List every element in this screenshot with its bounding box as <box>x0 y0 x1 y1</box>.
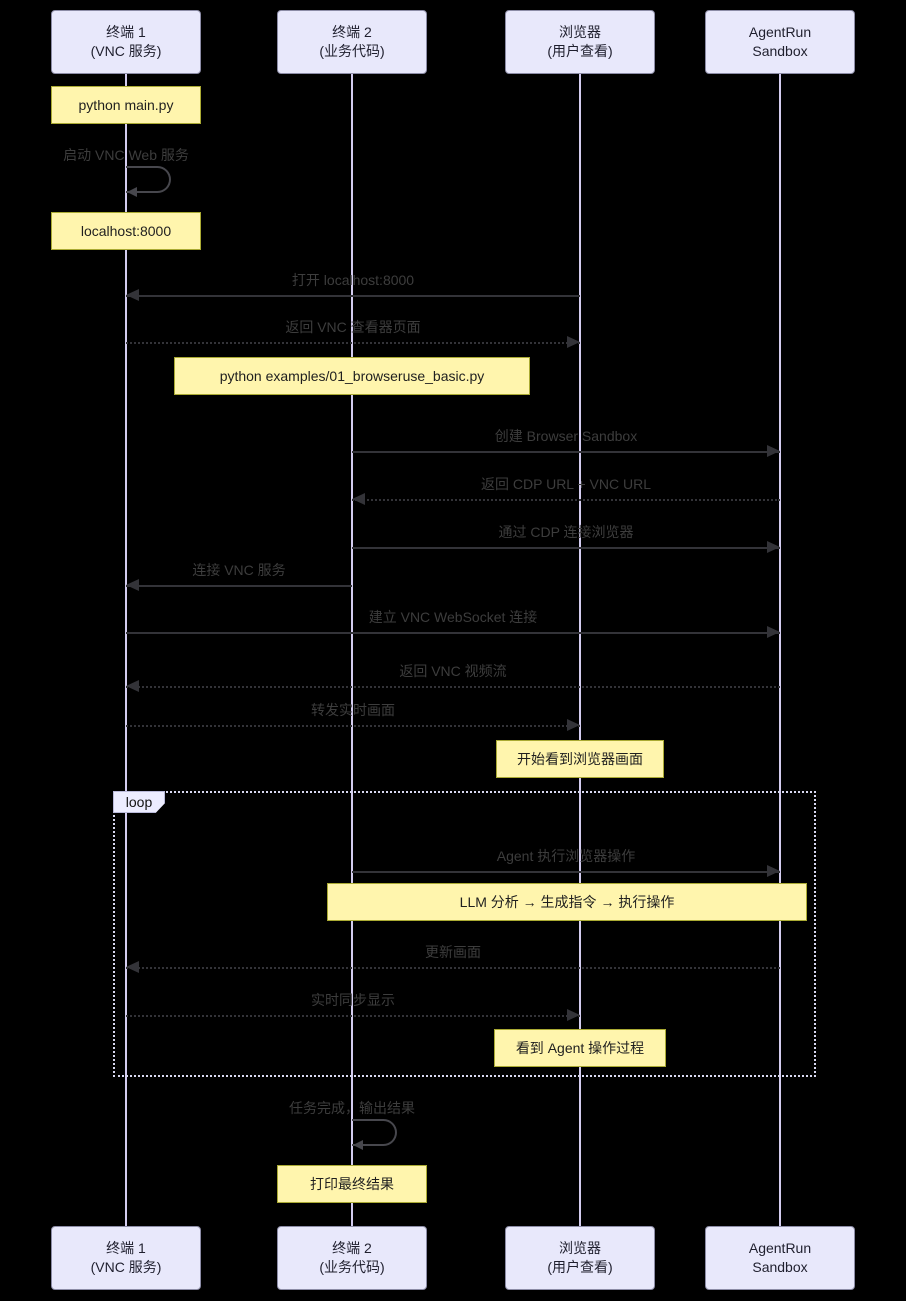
loop-label: loop <box>113 791 165 813</box>
message-label: 创建 Browser Sandbox <box>494 428 638 444</box>
participant-label-line: AgentRun <box>748 24 812 40</box>
message-label: 转发实时画面 <box>311 702 395 718</box>
message-line <box>352 451 780 453</box>
participant-box-browser-bottom: 浏览器 (用户查看) <box>505 1226 655 1290</box>
note: 打印最终结果 <box>277 1165 427 1203</box>
lifeline-browser <box>579 74 581 1226</box>
message-line <box>126 295 580 297</box>
message-label: 返回 VNC 查看器页面 <box>285 319 421 335</box>
participant-box-terminal-2-top: 终端 2 (业务代码) <box>277 10 427 74</box>
lifeline-terminal-1 <box>125 74 127 1226</box>
self-message-arrowhead <box>353 1140 363 1150</box>
message-arrowhead <box>126 579 139 591</box>
note: python examples/01_browseruse_basic.py <box>174 357 530 395</box>
message-arrowhead <box>767 541 780 553</box>
self-message-arc <box>352 1119 397 1146</box>
message-arrowhead <box>126 289 139 301</box>
message-label: 返回 CDP URL + VNC URL <box>481 476 651 492</box>
lifeline-terminal-2 <box>351 74 353 1226</box>
participant-label-line: 终端 1 <box>106 24 146 40</box>
participant-box-terminal-1-top: 终端 1 (VNC 服务) <box>51 10 201 74</box>
message-arrowhead <box>567 336 580 348</box>
note: localhost:8000 <box>51 212 201 250</box>
participant-label-line: 终端 2 <box>332 24 372 40</box>
message-arrowhead <box>352 493 365 505</box>
message-arrowhead <box>767 626 780 638</box>
message-label: 打开 localhost:8000 <box>291 272 415 288</box>
message-line <box>126 725 580 727</box>
participant-label-line: 终端 2 <box>332 1240 372 1256</box>
message-line <box>352 499 780 501</box>
message-line <box>126 686 780 688</box>
self-message-arc <box>126 166 171 193</box>
participant-label-line: 浏览器 <box>559 24 601 40</box>
participant-label-line: (VNC 服务) <box>90 43 162 59</box>
message-arrowhead <box>767 865 780 877</box>
message-line <box>352 547 780 549</box>
participant-box-terminal-2-bottom: 终端 2 (业务代码) <box>277 1226 427 1290</box>
loop-frame <box>113 791 816 1077</box>
participant-label-line: (VNC 服务) <box>90 1259 162 1275</box>
participant-label-line: AgentRun <box>748 1240 812 1256</box>
lifeline-agentrun-sandbox <box>779 74 781 1226</box>
participant-label-line: 浏览器 <box>559 1240 601 1256</box>
message-label: Agent 执行浏览器操作 <box>496 848 636 864</box>
message-arrowhead <box>767 445 780 457</box>
message-arrowhead <box>567 719 580 731</box>
participant-label-line: Sandbox <box>752 43 808 59</box>
self-message-label: 任务完成，输出结果 <box>289 1100 415 1116</box>
note: python main.py <box>51 86 201 124</box>
message-arrowhead <box>126 961 139 973</box>
participant-label-line: 终端 1 <box>106 1240 146 1256</box>
participant-label-line: (业务代码) <box>319 1259 385 1275</box>
message-line <box>126 342 580 344</box>
message-label: 通过 CDP 连接浏览器 <box>498 524 634 540</box>
self-message-label: 启动 VNC Web 服务 <box>63 147 189 163</box>
message-label: 建立 VNC WebSocket 连接 <box>368 609 538 625</box>
note: 开始看到浏览器画面 <box>496 740 664 778</box>
participant-label-line: (用户查看) <box>547 1259 613 1275</box>
participant-label-line: (业务代码) <box>319 43 385 59</box>
message-line <box>126 632 780 634</box>
message-label: 返回 VNC 视频流 <box>399 663 507 679</box>
message-line <box>126 967 780 969</box>
message-arrowhead <box>567 1009 580 1021</box>
participant-label-line: (用户查看) <box>547 43 613 59</box>
message-line <box>126 1015 580 1017</box>
message-label: 实时同步显示 <box>311 992 395 1008</box>
message-line <box>126 585 352 587</box>
note: 看到 Agent 操作过程 <box>494 1029 666 1067</box>
self-message-arrowhead <box>127 187 137 197</box>
message-label: 更新画面 <box>425 944 481 960</box>
participant-label-line: Sandbox <box>752 1259 808 1275</box>
message-label: 连接 VNC 服务 <box>192 562 286 578</box>
message-arrowhead <box>126 680 139 692</box>
message-line <box>352 871 780 873</box>
participant-box-terminal-1-bottom: 终端 1 (VNC 服务) <box>51 1226 201 1290</box>
participant-box-browser-top: 浏览器 (用户查看) <box>505 10 655 74</box>
note: LLM 分析 → 生成指令 → 执行操作 <box>327 883 807 921</box>
